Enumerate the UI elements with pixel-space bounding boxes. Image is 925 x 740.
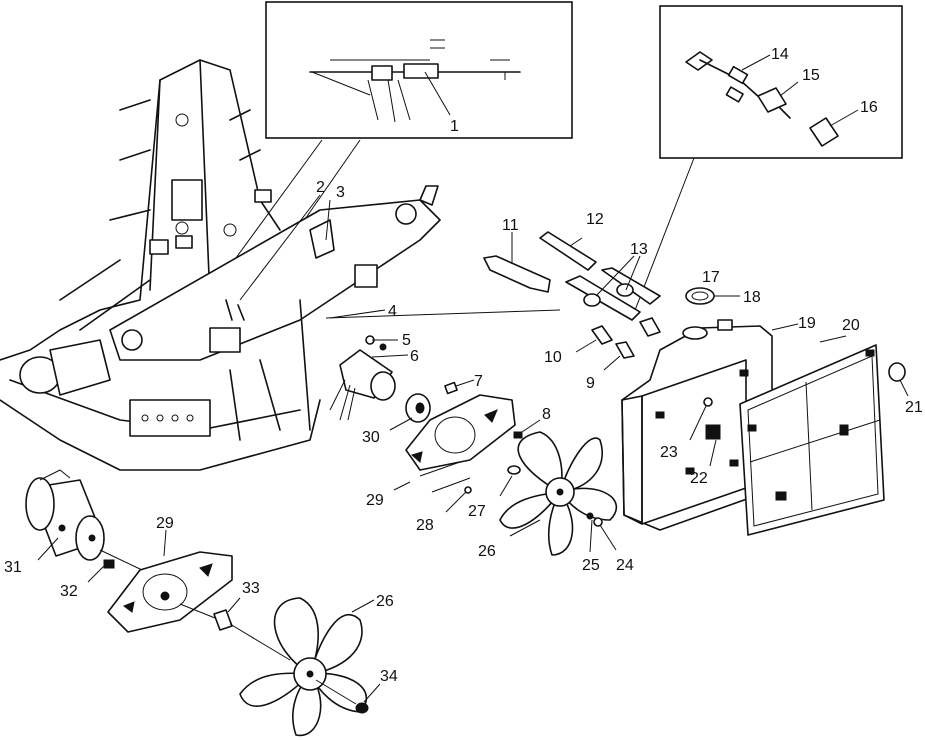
callout-33: 33 <box>242 580 260 597</box>
callout-20: 20 <box>842 317 860 334</box>
detail-inset-thermostat <box>659 5 903 159</box>
callout-5: 5 <box>402 332 411 349</box>
callout-25: 25 <box>582 557 600 574</box>
callout-23: 23 <box>660 444 678 461</box>
detail-inset-frame-mount <box>265 1 573 139</box>
radiator <box>621 319 773 531</box>
callout-16: 16 <box>860 99 878 116</box>
fan-bracket-upper <box>405 394 516 493</box>
callout-14: 14 <box>771 46 789 63</box>
callout-24: 24 <box>616 557 634 574</box>
callout-26-lower: 26 <box>376 593 394 610</box>
callout-7: 7 <box>474 373 483 390</box>
callout-9: 9 <box>586 375 595 392</box>
callout-10: 10 <box>544 349 562 366</box>
callout-17: 17 <box>702 269 720 286</box>
callout-6: 6 <box>410 348 419 365</box>
callout-30: 30 <box>362 429 380 446</box>
callout-22: 22 <box>690 470 708 487</box>
radiator-hoses <box>483 231 661 359</box>
radiator-cap <box>685 287 715 305</box>
callout-31: 31 <box>4 559 22 576</box>
fan-blade-lower <box>239 597 367 737</box>
callout-32: 32 <box>60 583 78 600</box>
fan-blade-upper <box>499 431 617 556</box>
callout-21: 21 <box>905 399 923 416</box>
callout-29-lower: 29 <box>156 515 174 532</box>
callout-15: 15 <box>802 67 820 84</box>
fan-bracket-lower <box>107 551 233 633</box>
callout-1: 1 <box>450 118 459 135</box>
callout-12: 12 <box>586 211 604 228</box>
callout-27: 27 <box>468 503 486 520</box>
vehicle-frame <box>0 59 441 471</box>
callout-13: 13 <box>630 241 648 258</box>
callout-34: 34 <box>380 668 398 685</box>
callout-18: 18 <box>743 289 761 306</box>
callout-2: 2 <box>316 179 325 196</box>
callout-29-upper: 29 <box>366 492 384 509</box>
callout-4: 4 <box>388 303 397 320</box>
callout-3: 3 <box>336 184 345 201</box>
callout-26-upper: 26 <box>478 543 496 560</box>
fan-motor-lower <box>25 469 105 561</box>
callout-19: 19 <box>798 315 816 332</box>
radiator-screen <box>739 344 885 536</box>
callout-28: 28 <box>416 517 434 534</box>
callout-8: 8 <box>542 406 551 423</box>
fan-motor-upper <box>329 349 431 423</box>
callout-11: 11 <box>502 217 519 234</box>
